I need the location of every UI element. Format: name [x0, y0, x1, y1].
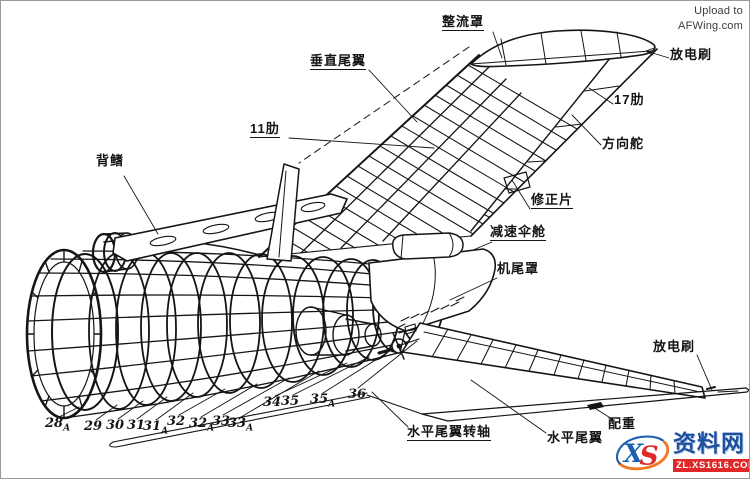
- fin-tip-fairing: [470, 29, 656, 68]
- callout-drag-chute-bay: 减速伞舱: [490, 224, 547, 242]
- keel-line: [109, 392, 423, 448]
- frame-number-33a: 33A: [228, 416, 254, 434]
- leader-lines: [58, 31, 739, 434]
- frame-number-32: 32: [167, 414, 186, 429]
- frame-number-36: 36: [348, 387, 367, 402]
- far-horizontal-tail-outline: [421, 387, 749, 422]
- watermark-site-name: 资料网: [673, 429, 745, 456]
- rudder-ribs: [484, 85, 620, 218]
- drag-chute-pod: [391, 232, 464, 260]
- frame-number-35a: 35A: [310, 392, 336, 410]
- tail-cone: [368, 248, 497, 354]
- frame-number-30: 30: [106, 418, 125, 433]
- svg-text:X: X: [622, 439, 645, 468]
- dorsal-fin-structure: [112, 163, 348, 262]
- callout-discharge-brush-top: 放电刷: [670, 47, 713, 62]
- callout-rib-17: 17肋: [614, 92, 645, 107]
- callout-rudder: 方向舵: [602, 136, 645, 151]
- jet-pipe: [295, 306, 382, 356]
- callout-vertical-tail: 垂直尾翼: [310, 53, 367, 71]
- frame-number-33: 33: [212, 414, 231, 429]
- callout-trim-tab: 修正片: [531, 192, 574, 210]
- callout-tail-cone: 机尾罩: [497, 261, 540, 276]
- fuselage-skeleton: [25, 232, 444, 420]
- xs-logo-icon: X S: [616, 435, 670, 471]
- counterweight-shape: [587, 402, 604, 410]
- credit-line-2: AFWing.com: [678, 19, 743, 32]
- frame-number-32a: 32A: [189, 416, 215, 434]
- callout-horizontal-tail: 水平尾翼: [547, 430, 604, 445]
- trim-tab-shape: [503, 171, 531, 194]
- watermark-site-url: ZL.XS1616.COM: [673, 458, 749, 472]
- frame-number-34: 34: [263, 395, 282, 410]
- callout-discharge-brush-bottom: 放电刷: [653, 339, 696, 354]
- credit-line-1: Upload to: [694, 5, 743, 17]
- callout-counterweight: 配重: [608, 416, 637, 431]
- frame-number-31: 31: [127, 418, 146, 433]
- frame-number-31a: 31A: [143, 419, 169, 437]
- callout-fairing: 整流罩: [442, 14, 485, 32]
- front-frame-ring: [25, 248, 119, 420]
- frame-number-29: 29: [84, 419, 103, 434]
- frame-number-28a: 28A: [45, 416, 71, 434]
- callout-horizontal-tail-pivot: 水平尾翼转轴: [407, 424, 492, 442]
- svg-text:S: S: [640, 440, 659, 471]
- callout-rib-11: 11肋: [250, 121, 280, 139]
- watermark: X S 资料网 ZL.XS1616.COM: [613, 428, 749, 476]
- upload-credit: Upload to AFWing.com: [678, 4, 743, 34]
- frame-number-35: 35: [281, 394, 300, 409]
- callout-dorsal-fin: 背鳍: [96, 153, 125, 168]
- horizontal-tail-structure: [398, 322, 716, 399]
